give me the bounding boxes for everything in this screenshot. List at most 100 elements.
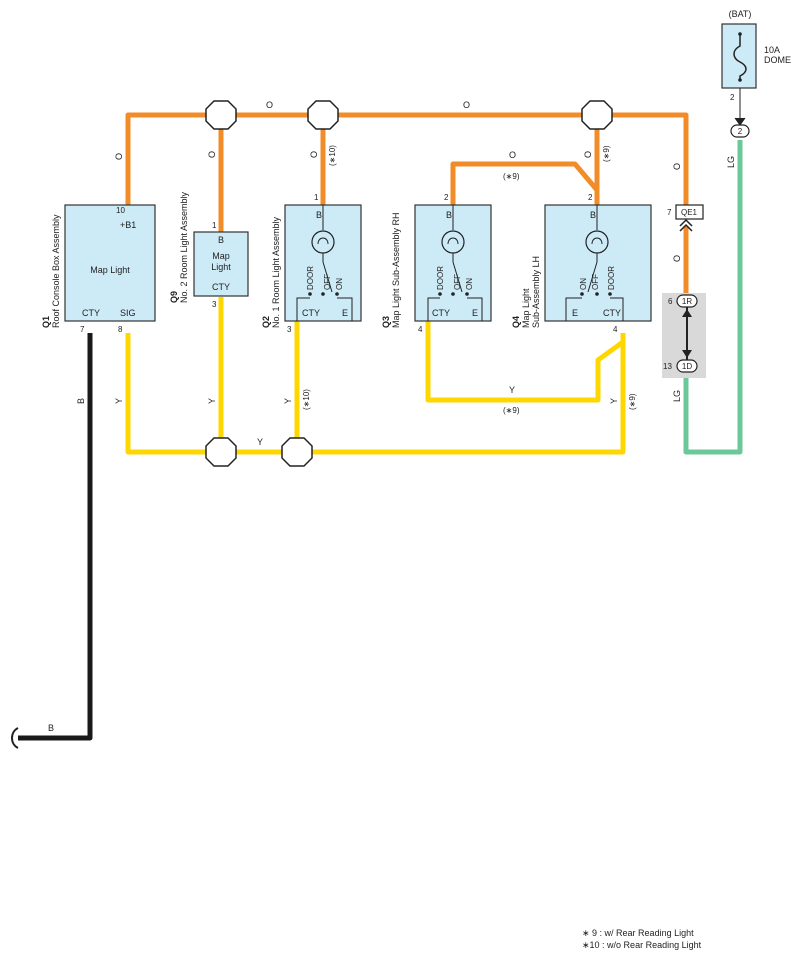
q2-pin-cty-num: 3 (287, 325, 292, 334)
wire-label-o: O (309, 151, 319, 158)
q1-name: Roof Console Box Assembly (51, 214, 61, 328)
yellow-bus-wire (125, 333, 626, 455)
yellow-q3-loop (425, 321, 625, 403)
q2-switch-arm (322, 261, 333, 293)
wire-label-y: Y (257, 437, 263, 447)
q4-filament (591, 237, 603, 245)
q3-cty-trace (427, 297, 440, 321)
qe1-pin: 7 (667, 208, 672, 217)
q2-sw-contact (321, 292, 325, 296)
q4-name-line2: Sub-Assembly LH (531, 256, 541, 328)
q2-code: Q2 (261, 316, 271, 328)
q3-sw-contact (465, 292, 469, 296)
qe1-name: QE1 (681, 208, 698, 217)
q3-pin-b: B (446, 210, 452, 220)
q2-pin-e: E (342, 308, 348, 318)
q9-pin-cty: CTY (212, 282, 230, 292)
q4-pin-b-num: 2 (588, 193, 593, 202)
q9-pin-b: B (218, 235, 224, 245)
connector-1d-pin: 13 (663, 362, 672, 371)
wire-label-b: B (48, 723, 54, 733)
q4-code: Q4 (511, 316, 521, 328)
note-9: (∗9) (503, 172, 520, 181)
q1-pin-cty-num: 7 (80, 325, 85, 334)
q9-label-line1: Map (212, 251, 230, 261)
q9-name: No. 2 Room Light Assembly (179, 191, 189, 303)
q4-sw-off: OFF (591, 274, 600, 290)
wire-label-y: Y (207, 398, 217, 404)
q1-pin-cty: CTY (82, 308, 100, 318)
fuse-terminal-bottom (738, 78, 742, 82)
light-green-wire (683, 140, 743, 455)
arrow-up-icon (682, 309, 692, 317)
q3-switch-arm (452, 261, 463, 293)
junction-bottom-2 (281, 437, 313, 467)
q1-pin-sig-num: 8 (118, 325, 123, 334)
junction-top-1 (205, 100, 237, 130)
q4-pin-e: E (572, 308, 578, 318)
q4-e-trace (565, 297, 582, 321)
note-10: (∗10) (302, 389, 311, 410)
legend-item: ∗ 9 : w/ Rear Reading Light (582, 928, 694, 938)
wire-label-y: Y (283, 398, 293, 404)
q4-sw-contact (595, 292, 599, 296)
qe1-connector (675, 204, 704, 220)
bat-label: (BAT) (729, 9, 752, 19)
q4-pin-b: B (590, 210, 596, 220)
q2-e-trace (337, 297, 353, 321)
qe1-chevron-icon (679, 218, 693, 232)
q4-pin-cty-num: 4 (613, 325, 618, 334)
q3-pin-cty-num: 4 (418, 325, 423, 334)
q1-box (64, 204, 156, 322)
q2-sw-off: OFF (323, 274, 332, 290)
q1-pin-b1: +B1 (120, 220, 136, 230)
q2-sw-contact (308, 292, 312, 296)
fuse-pin: 2 (730, 93, 735, 102)
q3-sw-door: DOOR (436, 266, 445, 290)
q2-pin-b-num: 1 (314, 193, 319, 202)
q1-code: Q1 (41, 316, 51, 328)
wire-label-o: O (207, 151, 217, 158)
q3-e-trace (467, 297, 483, 321)
q9-code: Q9 (169, 291, 179, 303)
orange-q3-feed (450, 161, 599, 205)
q2-sw-contact (335, 292, 339, 296)
legend-item: ∗10 : w/o Rear Reading Light (582, 940, 702, 950)
power-connector (730, 124, 750, 138)
q2-pin-b: B (316, 210, 322, 220)
q4-sw-contact (580, 292, 584, 296)
junction-top-2 (307, 100, 339, 130)
connector-1r-name: 1R (682, 297, 692, 306)
q4-name-line1: Map Light (521, 288, 531, 328)
q1-label: Map Light (90, 265, 130, 275)
wire-label-o: O (114, 153, 124, 160)
q3-filament (447, 237, 459, 245)
q4-box (544, 204, 652, 322)
legend: ∗ 9 : w/ Rear Reading Light ∗10 : w/o Re… (582, 927, 701, 951)
q2-sw-door: DOOR (306, 266, 315, 290)
wire-label-b: B (76, 398, 86, 404)
wire-label-y: Y (114, 398, 124, 404)
junction-bottom-1 (205, 437, 237, 467)
note-9: (∗9) (503, 406, 520, 415)
q4-sw-contact (608, 292, 612, 296)
wire-label-o: O (672, 163, 682, 170)
wire-label-y: Y (609, 398, 619, 404)
note-9: (∗9) (628, 393, 637, 410)
connector-1d-name: 1D (682, 362, 692, 371)
q9-box (193, 231, 249, 297)
wire-label-o: O (463, 100, 470, 110)
q3-sw-contact (438, 292, 442, 296)
q2-filament (317, 237, 329, 245)
q4-pin-cty: CTY (603, 308, 621, 318)
q3-code: Q3 (381, 316, 391, 328)
q9-label-line2: Light (211, 262, 231, 272)
q1-pin-sig: SIG (120, 308, 136, 318)
q3-pin-cty: CTY (432, 308, 450, 318)
q3-sw-contact (451, 292, 455, 296)
wire-label-o: O (509, 150, 516, 160)
ground-symbol (11, 727, 19, 749)
q4-switch-arm (587, 261, 598, 293)
q3-name: Map Light Sub-Assembly RH (391, 212, 401, 328)
